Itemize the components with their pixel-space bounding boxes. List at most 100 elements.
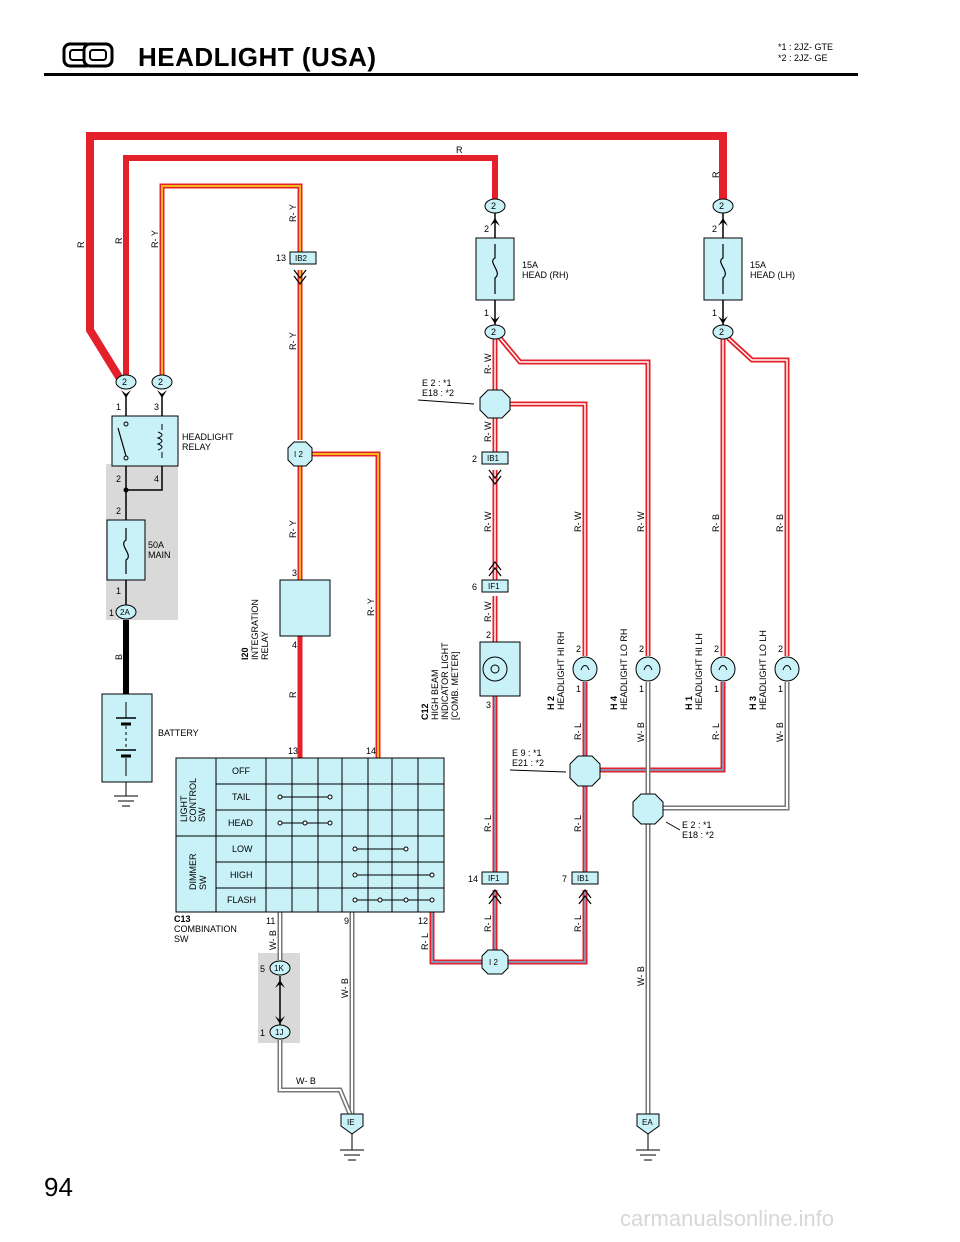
fuse-head-lh: 15A HEAD (LH) <box>703 237 795 301</box>
wire-r-inner <box>123 155 498 382</box>
fuse-head-rh: 15A HEAD (RH) <box>475 237 569 301</box>
wire-label: R- W <box>483 353 493 374</box>
svg-text:2: 2 <box>714 644 719 654</box>
wire-rl-h1 <box>598 682 726 773</box>
svg-text:3: 3 <box>486 700 491 710</box>
wire-label: R- W <box>483 601 493 622</box>
page-header: HEADLIGHT (USA) *1 : 2JZ- GTE *2 : 2JZ- … <box>0 0 960 80</box>
svg-text:2: 2 <box>719 327 724 337</box>
svg-text:OFF: OFF <box>232 766 250 776</box>
wire-label: R- Y <box>150 230 160 248</box>
wire-label: R- B <box>775 514 785 532</box>
svg-text:1: 1 <box>109 608 114 618</box>
svg-text:H 1: H 1 <box>684 696 694 710</box>
svg-text:H 4: H 4 <box>609 696 619 710</box>
svg-text:2: 2 <box>491 201 496 211</box>
svg-text:LOW: LOW <box>232 844 253 854</box>
svg-text:11: 11 <box>266 916 275 926</box>
svg-text:E18 : *2: E18 : *2 <box>422 388 454 398</box>
svg-text:2: 2 <box>719 201 724 211</box>
splice-i2-lower: I 2 <box>481 949 509 975</box>
headlight-relay: HEADLIGHT RELAY <box>111 415 234 467</box>
svg-text:2: 2 <box>116 506 121 516</box>
svg-text:H 3: H 3 <box>748 696 758 710</box>
svg-text:[COMB. METER]: [COMB. METER] <box>450 651 460 720</box>
svg-text:HEADLIGHT: HEADLIGHT <box>182 432 234 442</box>
note-2: *2 : 2JZ- GE <box>778 53 828 63</box>
svg-text:BATTERY: BATTERY <box>158 728 199 738</box>
svg-text:RELAY: RELAY <box>182 442 211 452</box>
svg-text:2: 2 <box>491 327 496 337</box>
svg-text:IE: IE <box>347 1118 355 1127</box>
wire-label: R- L <box>573 723 583 740</box>
splice-i2-top: I 2 <box>287 441 313 467</box>
svg-text:13: 13 <box>276 253 286 263</box>
svg-text:1: 1 <box>714 684 719 694</box>
wire-label: R- L <box>483 915 493 932</box>
svg-text:LIGHT: LIGHT <box>179 795 189 822</box>
svg-text:4: 4 <box>292 640 297 650</box>
svg-text:2: 2 <box>484 224 489 234</box>
svg-text:1: 1 <box>778 684 783 694</box>
wire-label: R- Y <box>288 520 298 538</box>
svg-text:IB1: IB1 <box>577 874 590 883</box>
svg-text:E 2 : *1: E 2 : *1 <box>422 378 452 388</box>
splice-e2-e18-gnd: E 2 : *1 E18 : *2 <box>632 793 714 840</box>
wire-label: B <box>114 654 124 660</box>
svg-text:4: 4 <box>154 474 159 484</box>
svg-text:1: 1 <box>576 684 581 694</box>
svg-text:IF1: IF1 <box>488 582 500 591</box>
svg-text:7: 7 <box>562 874 567 884</box>
svg-text:3: 3 <box>292 568 297 578</box>
wire-label: W- B <box>775 722 785 742</box>
wire-label: R <box>711 171 721 178</box>
headlight-hi-lh: H 1 HEADLIGHT HI LH <box>684 633 736 710</box>
note-1: *1 : 2JZ- GTE <box>778 42 834 52</box>
connector-1j: 1J <box>269 1016 291 1040</box>
wire-label: R <box>456 145 463 155</box>
wire-label: R- W <box>483 511 493 532</box>
headlight-icon <box>62 42 114 68</box>
svg-text:SW: SW <box>197 807 207 822</box>
svg-text:2: 2 <box>639 644 644 654</box>
svg-text:HEADLIGHT LO LH: HEADLIGHT LO LH <box>758 630 768 710</box>
svg-text:9: 9 <box>344 916 349 926</box>
svg-text:1: 1 <box>116 402 121 412</box>
svg-text:15A: 15A <box>750 260 766 270</box>
svg-text:13: 13 <box>288 746 298 756</box>
svg-text:1: 1 <box>260 1028 265 1038</box>
svg-text:2: 2 <box>472 454 477 464</box>
svg-text:1K: 1K <box>274 964 284 973</box>
svg-text:12: 12 <box>418 916 428 926</box>
svg-text:C12: C12 <box>420 703 430 720</box>
wire-label: R <box>288 691 298 698</box>
pin-numbers: 2 1 2 1 1 3 2 4 2 1 1 13 3 4 13 14 2 6 2… <box>109 224 783 1038</box>
wire-label: R- W <box>483 421 493 442</box>
svg-text:3: 3 <box>154 402 159 412</box>
connector-2-relay-3: 2 <box>151 374 173 398</box>
battery: BATTERY <box>101 693 199 783</box>
svg-text:TAIL: TAIL <box>232 792 250 802</box>
wire-label: R- L <box>573 815 583 832</box>
svg-text:HIGH BEAM: HIGH BEAM <box>430 669 440 720</box>
wire-label: R- L <box>711 723 721 740</box>
svg-text:SW: SW <box>174 934 189 944</box>
svg-text:1: 1 <box>116 586 121 596</box>
wire-rb-h3 <box>726 336 790 656</box>
splice-e2-e18-rh: E 2 : *1 E18 : *2 <box>417 378 511 419</box>
wire-label: R- Y <box>288 332 298 350</box>
connector-ib1-rh: IB1 <box>481 451 509 485</box>
connector-2-fuse-lh-top: 2 <box>712 198 734 226</box>
svg-text:I20: I20 <box>240 647 250 660</box>
page-title: HEADLIGHT (USA) <box>138 42 377 72</box>
wire-label: R- L <box>573 915 583 932</box>
svg-text:IB2: IB2 <box>295 254 308 263</box>
splice-e9-e21: E 9 : *1 E21 : *2 <box>509 748 601 787</box>
wire-rl-sw12 <box>429 912 482 965</box>
connector-2-relay-1: 2 <box>115 374 137 398</box>
headlight-lo-lh: H 3 HEADLIGHT LO LH <box>748 630 800 710</box>
wire-label: R- W <box>636 511 646 532</box>
headlight-lo-rh: H 4 HEADLIGHT LO RH <box>609 629 661 710</box>
svg-text:INTEGRATION: INTEGRATION <box>250 599 260 660</box>
